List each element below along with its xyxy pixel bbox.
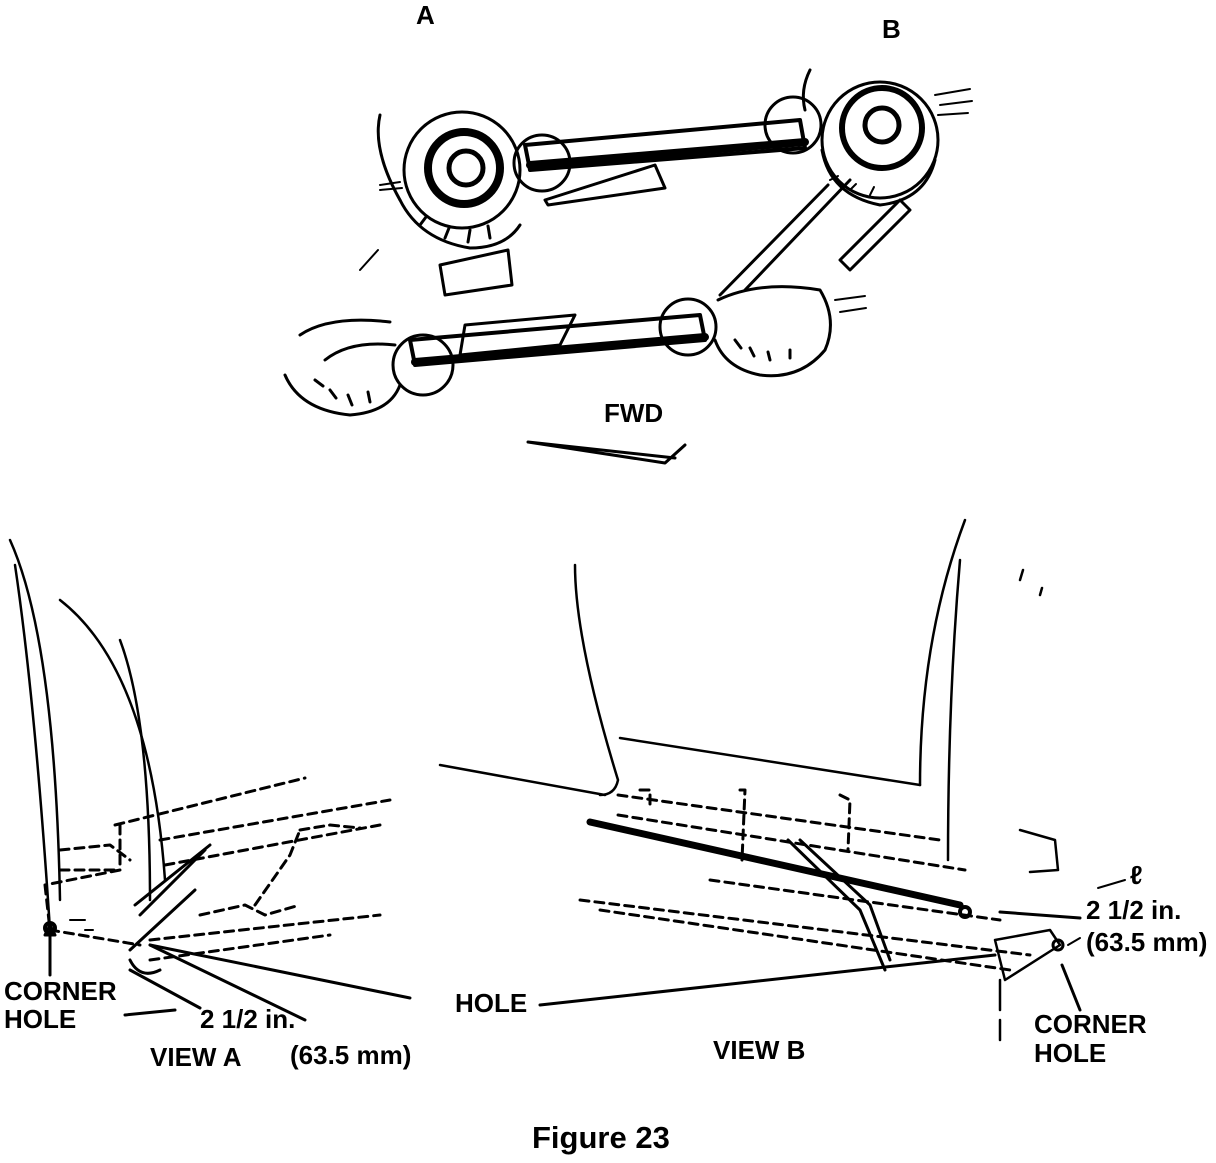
plate-front (458, 313, 577, 357)
leader-hole-b (538, 953, 997, 1007)
view-a-corner-label-line1: CORNER (4, 976, 117, 1006)
bracket (438, 248, 514, 297)
view-a-drawing (8, 538, 392, 975)
view-a-dimension-mm: (63.5 mm) (290, 1040, 412, 1070)
view-b-corner-label-line2: HOLE (1034, 1038, 1107, 1068)
plate-rear (543, 163, 667, 207)
leader-lines (43, 910, 1082, 1022)
seat-frame-assembly (283, 68, 973, 465)
detail-circle-b-rear (763, 95, 823, 155)
figure-caption: Figure 23 (532, 1120, 670, 1155)
view-a-dimension-in: 2 1/2 in. (200, 1004, 296, 1034)
detail-circle-a-front (391, 333, 455, 397)
roller-rear-right (801, 68, 973, 207)
view-b-dimension-mm: (63.5 mm) (1086, 927, 1208, 957)
view-b-centerline-symbol: ℓ (1130, 860, 1143, 890)
leader-dim-b (998, 910, 1082, 920)
view-a-corner-label-line2: HOLE (4, 1004, 77, 1034)
callout-b-label: B (882, 14, 901, 44)
hole-label: HOLE (455, 988, 528, 1018)
callout-a-label: A (416, 0, 435, 30)
detail-circle-a-rear (512, 133, 572, 193)
view-b-drawing (438, 518, 1126, 1042)
leader-hole-a (148, 943, 412, 1000)
view-b-corner-label-line1: CORNER (1034, 1009, 1147, 1039)
view-b-title: VIEW B (713, 1035, 806, 1065)
roller-front-left (283, 318, 402, 417)
detail-circle-b-front (658, 297, 718, 357)
fwd-label: FWD (604, 398, 664, 428)
roller-rear-left (376, 110, 522, 250)
leader-corner-b (1060, 963, 1082, 1012)
roller-front-right (713, 285, 867, 378)
view-b-dimension-in: 2 1/2 in. (1086, 895, 1182, 925)
view-a-title: VIEW A (150, 1042, 242, 1072)
fwd-arrow-icon (526, 440, 687, 465)
